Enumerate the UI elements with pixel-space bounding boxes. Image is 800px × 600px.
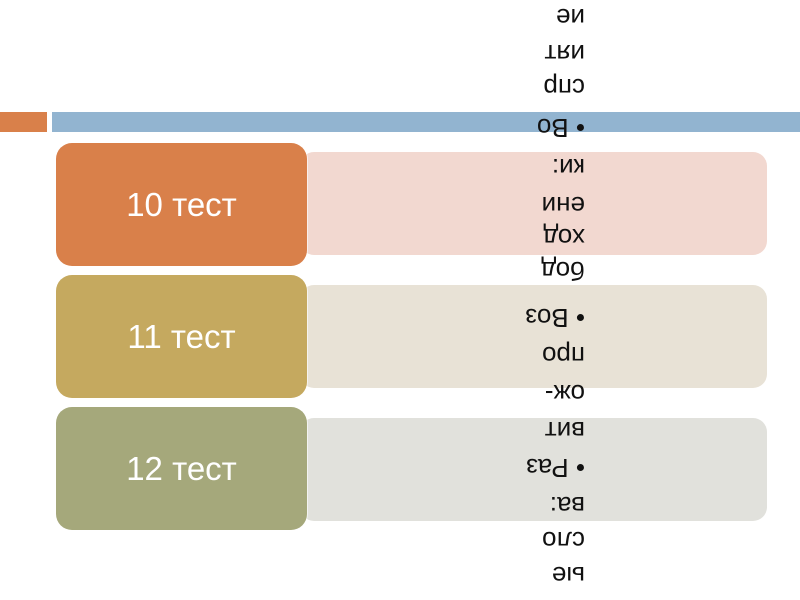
rotated-text-line: ход [543,223,585,253]
item-box-3: 12 тест [56,407,307,530]
rotated-text-line: вит [544,416,585,446]
rotated-text-line: ые [551,561,585,591]
item-background-2 [300,285,767,388]
rotated-text-line: про [542,341,585,371]
rotated-text-line: ият [544,39,585,69]
rotated-text-line: ие [556,3,585,33]
rotated-text-line: ки: [551,153,585,183]
rotated-text-line: ва: [549,491,585,521]
accent-bar-blue [52,112,800,132]
accent-bar-orange [0,112,47,132]
item-box-1: 10 тест [56,143,307,266]
item-box-2: 11 тест [56,275,307,398]
rotated-text-line: ени [541,191,585,221]
rotated-text-line: • Во [536,113,585,143]
item-background-3 [300,418,767,521]
item-background-1 [300,152,767,255]
rotated-text-line: бод [541,256,585,286]
rotated-text-line: • Воз [525,303,585,333]
rotated-text-line: ож- [544,379,585,409]
rotated-text-line: сло [542,526,585,556]
rotated-text-line: спр [543,73,585,103]
rotated-text-line: • Раз [526,453,585,483]
